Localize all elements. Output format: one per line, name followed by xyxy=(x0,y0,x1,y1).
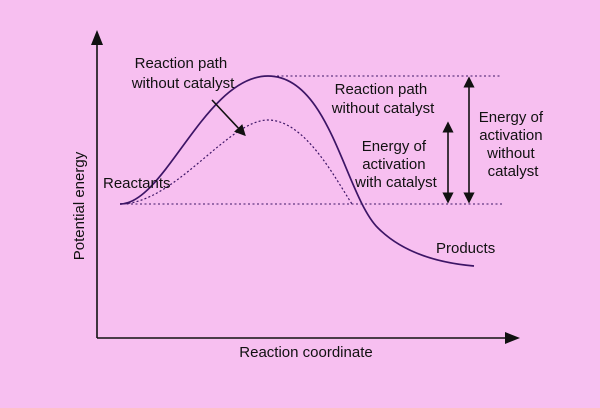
path-uncat-right-label: Reaction path without catalyst xyxy=(331,81,435,117)
x-axis-arrow xyxy=(505,332,520,344)
catalyzed-curve xyxy=(119,119,353,205)
reactants-label: Reactants xyxy=(103,175,171,192)
path-uncat-left-label: Reaction path without catalyst xyxy=(131,55,235,92)
uncatalyzed-curve xyxy=(119,75,475,267)
y-axis-arrow xyxy=(91,30,103,45)
products-label: Products xyxy=(436,240,495,257)
ea-uncatalyzed-label: Energy of activation without catalyst xyxy=(479,109,547,180)
x-axis-label: Reaction coordinate xyxy=(239,344,372,361)
path-pointer-arrow xyxy=(211,99,246,137)
ea-catalyst-label: Energy of activation with catalyst xyxy=(354,138,438,191)
y-axis-label: Potential energy xyxy=(71,151,88,260)
